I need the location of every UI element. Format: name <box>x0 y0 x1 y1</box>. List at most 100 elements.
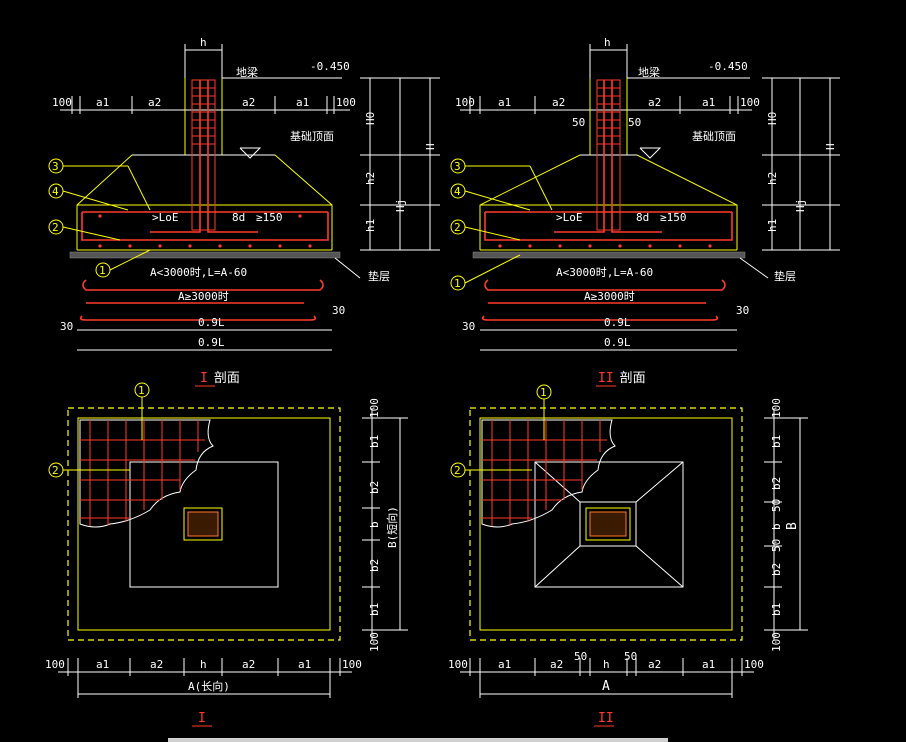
dim-50-a-plan-ii: 50 <box>770 499 783 512</box>
dim-a2-left-ii: a2 <box>552 96 565 109</box>
plan-i-title: I <box>198 711 206 726</box>
stirrups-ii <box>597 87 620 145</box>
stirrups-i <box>192 87 215 145</box>
dim-h1-i: h1 <box>364 219 377 232</box>
section-ii-view: h -0.450 地梁 100 a1 a2 a2 a1 100 50 50 基础… <box>450 36 840 387</box>
dim-a1-right-ii: a1 <box>702 96 715 109</box>
dim-a1-right: a1 <box>296 96 309 109</box>
rule1-ii: A<3000时,L=A-60 <box>556 266 653 279</box>
callout-1-plan-i: 1 <box>138 384 145 397</box>
dim-h-plan-ii: h <box>603 658 610 671</box>
dim-100-left-ii: 100 <box>455 96 475 109</box>
dim-a1-left: a1 <box>96 96 109 109</box>
dim-Hj-ii: Hj <box>794 199 807 212</box>
dim-100-right: 100 <box>336 96 356 109</box>
rebar-dots-ii <box>498 244 712 248</box>
callout-4-i: 4 <box>52 185 59 198</box>
beam-label: 地梁 <box>236 65 258 79</box>
dim-50-left-plan-ii: 50 <box>574 650 587 663</box>
dim-a1-right-plan-ii: a1 <box>702 658 715 671</box>
dim-100-left: 100 <box>52 96 72 109</box>
callout-3-i: 3 <box>52 160 59 173</box>
callout-2-ii: 2 <box>454 221 461 234</box>
dim-b2-b-plan-ii: b2 <box>770 563 783 576</box>
dim-a2-left-plan-i: a2 <box>150 658 163 671</box>
loe-label-i: >LoE <box>152 211 179 224</box>
rule2-ii: A≥3000时 <box>584 290 635 303</box>
dim-b1-b-plan-i: b1 <box>368 603 381 616</box>
dim-100-right-plan-ii: 100 <box>744 658 764 671</box>
dim-30-left-ii: 30 <box>462 320 475 333</box>
dim-b-plan-i: b <box>368 521 381 528</box>
rebar-dots-i <box>98 214 312 248</box>
dim-30-right-i: 30 <box>332 304 345 317</box>
callouts-i <box>48 158 151 278</box>
dim-Hj-i: Hj <box>394 199 407 212</box>
dim-h2-ii: h2 <box>766 172 779 185</box>
dim-H-ii: H <box>824 143 837 150</box>
dim-100-left-plan-ii: 100 <box>448 658 468 671</box>
top-face-label: 基础顶面 <box>290 130 334 143</box>
dim-a2-right: a2 <box>242 96 255 109</box>
dim-h-ii: h <box>604 36 611 49</box>
150-label-i: ≥150 <box>256 211 283 224</box>
dim-50-right-ii: 50 <box>628 116 641 129</box>
dim-a2-left-plan-ii: a2 <box>550 658 563 671</box>
cushion-label-ii: 垫层 <box>774 269 796 283</box>
dim-a2-right-plan-i: a2 <box>242 658 255 671</box>
rule1-i: A<3000时,L=A-60 <box>150 266 247 279</box>
dim-50-right-plan-ii: 50 <box>624 650 637 663</box>
dim-a2-right-ii: a2 <box>648 96 661 109</box>
section-i-view: h -0.450 地梁 100 a1 a2 a2 a1 100 基础顶面 <box>48 36 440 387</box>
plan-ii-view: 1 2 100 b1 b2 50 b 50 b2 b1 100 B 1 <box>448 384 808 727</box>
callout-1-ii: 1 <box>454 277 461 290</box>
len-09L-a-ii: 0.9L <box>604 316 631 329</box>
dim-b2-b-plan-i: b2 <box>368 559 381 572</box>
dim-h-plan-i: h <box>200 658 207 671</box>
dim-a2-left: a2 <box>148 96 161 109</box>
dim-b2-a-plan-ii: b2 <box>770 477 783 490</box>
dim-100-right-ii: 100 <box>740 96 760 109</box>
dim-A-long: A(长向) <box>188 679 230 693</box>
dim-B-short: B(短向) <box>385 506 399 548</box>
callout-2-plan-ii: 2 <box>454 464 461 477</box>
dim-30-left-i: 30 <box>60 320 73 333</box>
dim-30-right-ii: 30 <box>736 304 749 317</box>
elevation-label: -0.450 <box>310 60 350 73</box>
dim-h2-i: h2 <box>364 172 377 185</box>
dim-b1-b-plan-ii: b1 <box>770 603 783 616</box>
dim-50-left-ii: 50 <box>572 116 585 129</box>
150-label-ii: ≥150 <box>660 211 687 224</box>
cushion-label-i: 垫层 <box>368 269 390 283</box>
plan-i-view: 1 2 100 b1 b2 b b2 b1 100 B(短向) 100 a1 <box>45 382 408 727</box>
dim-b-plan-ii: b <box>770 523 783 530</box>
dim-a2-right-plan-ii: a2 <box>648 658 661 671</box>
top-face-label-ii: 基础顶面 <box>692 130 736 143</box>
dim-a1-left-plan-ii: a1 <box>498 658 511 671</box>
dim-50-b-plan-ii: 50 <box>770 539 783 552</box>
callout-1-plan-ii: 1 <box>540 386 547 399</box>
callout-4-ii: 4 <box>454 185 461 198</box>
dim-h: h <box>200 36 207 49</box>
rebar-grid-i <box>79 419 214 528</box>
dim-a1-right-plan-i: a1 <box>298 658 311 671</box>
dim-a1-left-plan-i: a1 <box>96 658 109 671</box>
8d-label-i: 8d <box>232 211 245 224</box>
dim-h1-ii: h1 <box>766 219 779 232</box>
dim-a1-left-ii: a1 <box>498 96 511 109</box>
dim-b1-a-plan-ii: b1 <box>770 435 783 448</box>
len-09L-b-ii: 0.9L <box>604 336 631 349</box>
rule2-i: A≥3000时 <box>178 290 229 303</box>
dim-100-bottom-plan-i: 100 <box>368 632 381 652</box>
callout-2-plan-i: 2 <box>52 464 59 477</box>
len-09L-b-i: 0.9L <box>198 336 225 349</box>
callout-2-i: 2 <box>52 221 59 234</box>
len-09L-a-i: 0.9L <box>198 316 225 329</box>
loe-label-ii: >LoE <box>556 211 583 224</box>
dim-H0-i: H0 <box>364 112 377 125</box>
horizontal-scrollbar[interactable] <box>168 738 668 742</box>
8d-label-ii: 8d <box>636 211 649 224</box>
